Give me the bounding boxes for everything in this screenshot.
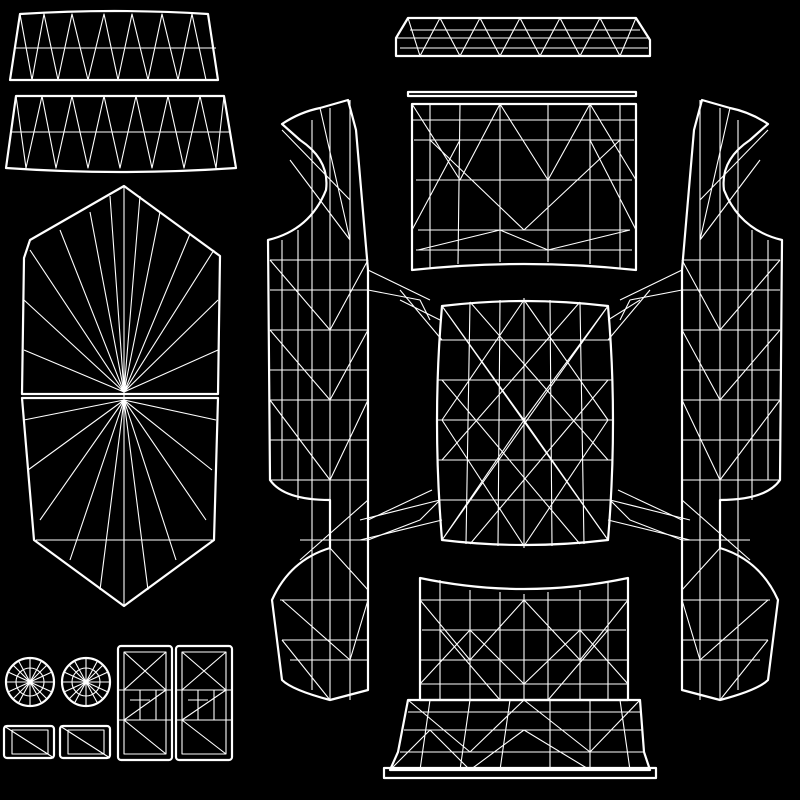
headlight-island-1 — [2, 724, 56, 760]
rear-panel-island — [418, 576, 630, 702]
rear-lower-bumper — [382, 698, 658, 780]
rear-window-island — [4, 94, 238, 174]
roof-panel-island — [359, 289, 691, 548]
left-side-panel-island — [266, 98, 441, 702]
door-panel-island-1 — [116, 644, 174, 762]
right-side-panel-island — [609, 98, 784, 702]
hood-island — [20, 184, 222, 608]
front-bumper-strip — [394, 16, 652, 98]
wheel-island-2 — [60, 656, 112, 708]
windshield-island — [8, 9, 220, 82]
headlight-island-2 — [58, 724, 112, 760]
wheel-island-1 — [4, 656, 56, 708]
door-panel-island-2 — [174, 644, 234, 762]
front-panel-island — [410, 102, 638, 272]
